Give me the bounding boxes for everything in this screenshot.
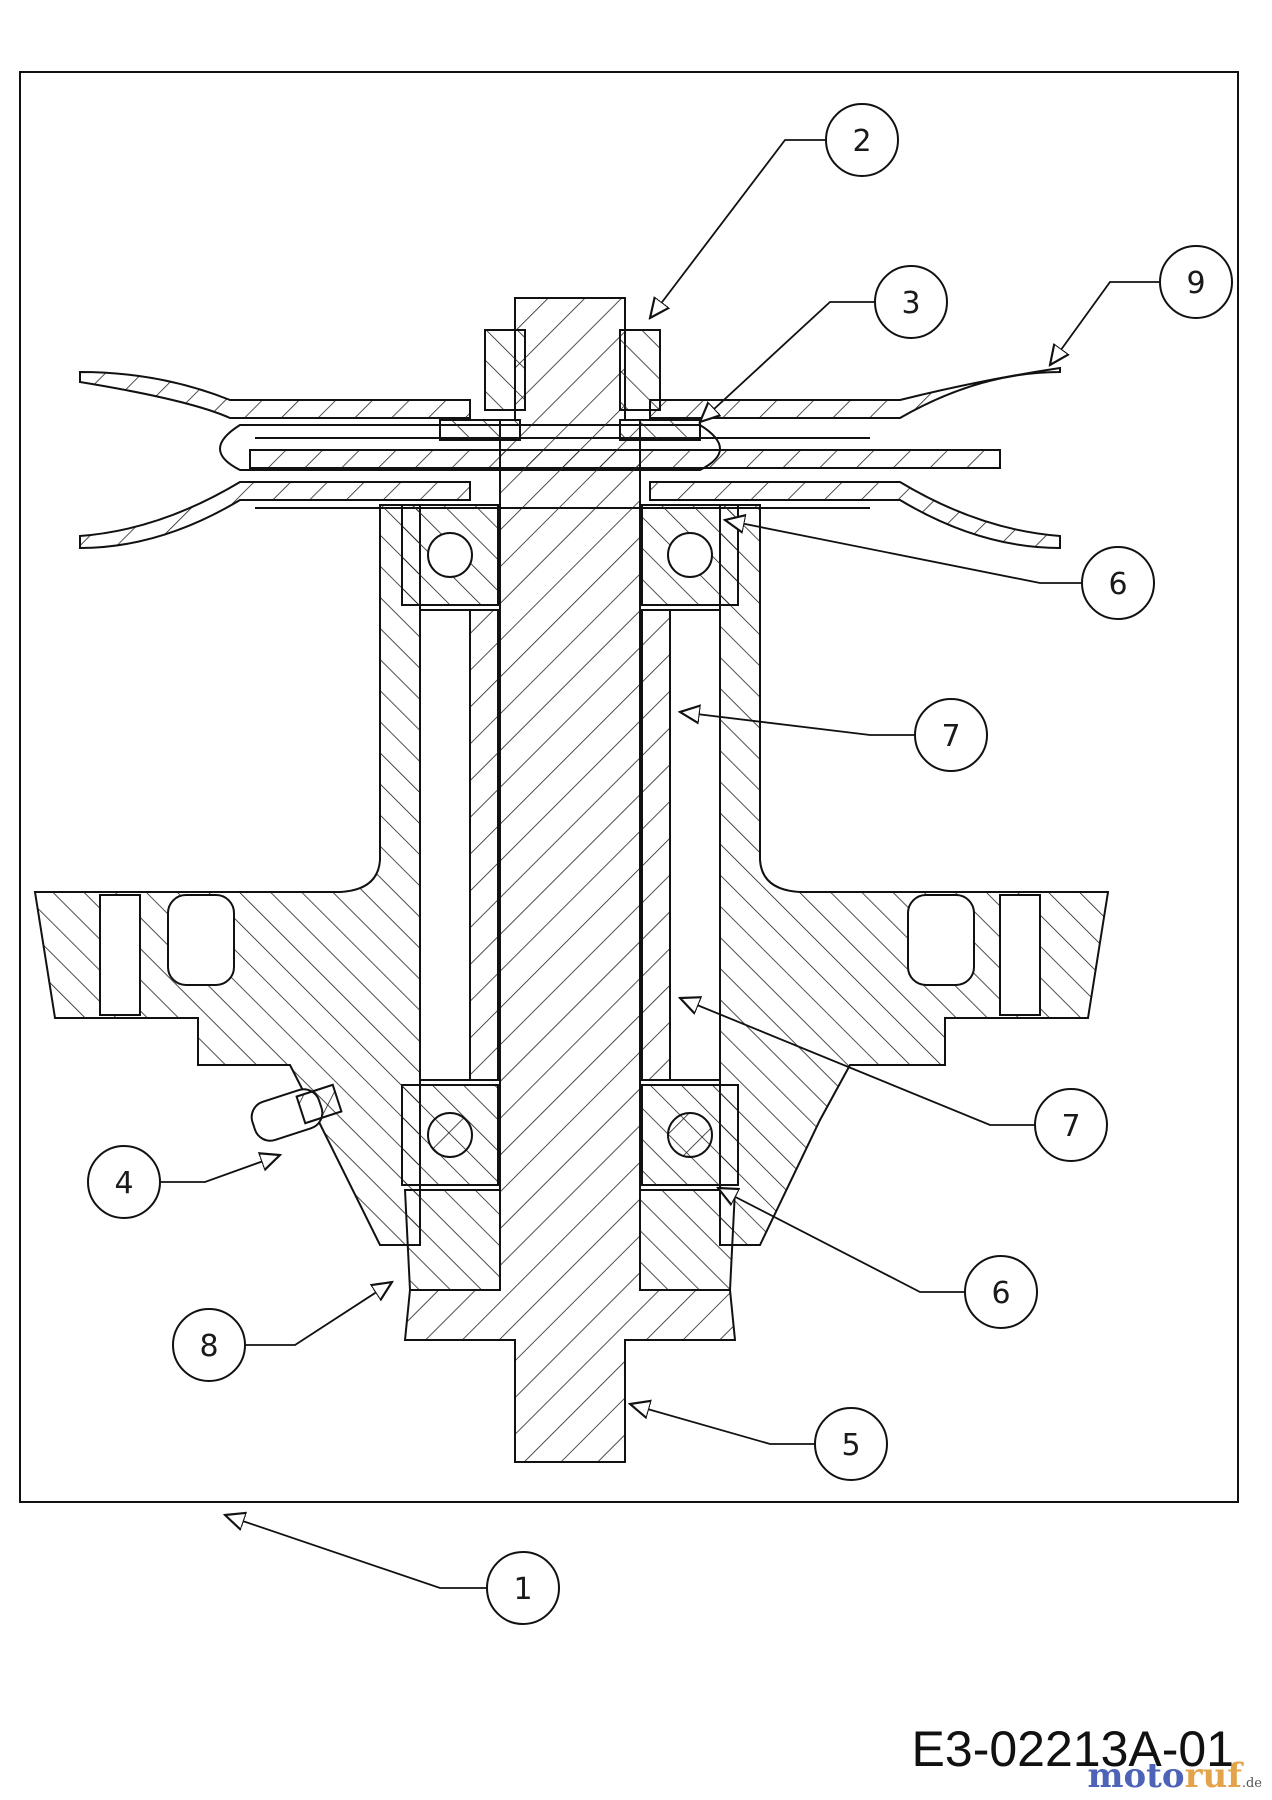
diagram-frame [19, 71, 1239, 1503]
callout-3: 3 [874, 265, 948, 339]
svg-text:7: 7 [1061, 1109, 1080, 1144]
callout-5: 5 [814, 1407, 888, 1481]
leader-lines [160, 139, 1160, 1589]
callout-2: 2 [825, 103, 899, 177]
svg-text:8: 8 [199, 1329, 218, 1364]
lower-hub [403, 1189, 737, 1291]
grease-fitting [250, 1083, 343, 1142]
hub-washer [439, 329, 701, 441]
svg-text:2: 2 [852, 124, 871, 159]
callout-7-bottom: 7 [1034, 1088, 1108, 1162]
svg-text:6: 6 [991, 1276, 1010, 1311]
callout-9: 9 [1159, 245, 1233, 319]
spacer-cavities [419, 609, 721, 1081]
callout-4: 4 [87, 1145, 161, 1219]
svg-text:4: 4 [114, 1166, 133, 1201]
svg-text:3: 3 [901, 286, 920, 321]
watermark-logo: motoruf.de [1087, 1756, 1262, 1796]
svg-text:9: 9 [1186, 266, 1205, 301]
spindle-housing [33, 504, 1110, 1246]
svg-text:6: 6 [1108, 567, 1127, 602]
callout-bubbles: 2 3 9 6 7 7 4 6 8 5 1 [87, 103, 1233, 1625]
callout-7-top: 7 [914, 698, 988, 772]
callout-1: 1 [486, 1551, 560, 1625]
spacers [469, 609, 671, 1081]
document-code: E3-02213A-01 [911, 1721, 1234, 1777]
svg-text:7: 7 [941, 719, 960, 754]
callout-8: 8 [172, 1308, 246, 1382]
svg-text:1: 1 [513, 1572, 532, 1607]
bearings [401, 504, 739, 1186]
callout-6-top: 6 [1081, 546, 1155, 620]
callout-6-bottom: 6 [964, 1255, 1038, 1329]
svg-text:5: 5 [841, 1428, 860, 1463]
